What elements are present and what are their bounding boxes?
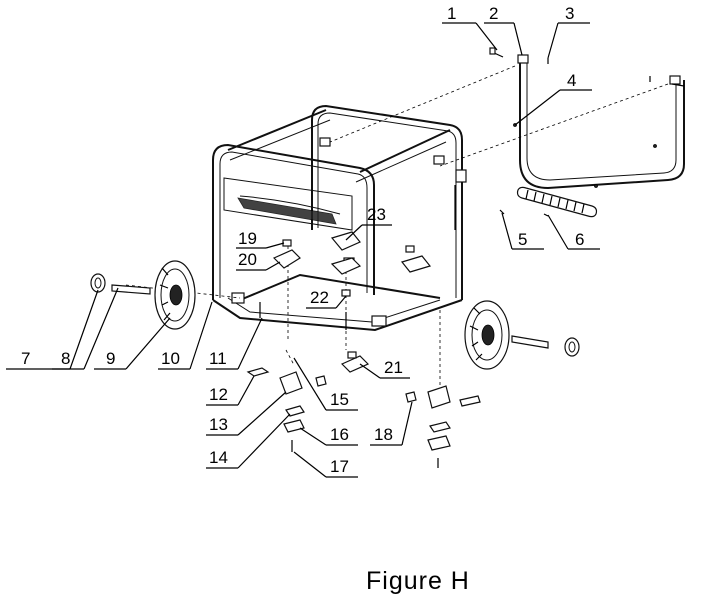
callout-7: 7 <box>21 349 30 368</box>
generator-frame <box>212 104 467 332</box>
handle-grip <box>516 186 598 218</box>
axle-and-cap <box>90 273 151 295</box>
callout-19: 19 <box>238 229 257 248</box>
callout-4: 4 <box>567 71 576 90</box>
left-wheel <box>154 260 196 330</box>
callout-leaders <box>6 22 600 478</box>
callout-23: 23 <box>367 205 386 224</box>
callout-15: 15 <box>330 390 349 409</box>
callout-13: 13 <box>209 415 228 434</box>
callout-16: 16 <box>330 425 349 444</box>
hardware-bolts <box>489 47 685 217</box>
callout-6: 6 <box>575 230 584 249</box>
handle-assembly <box>513 54 685 190</box>
callout-10: 10 <box>161 349 180 368</box>
figure-caption: Figure H <box>366 567 470 595</box>
callout-3: 3 <box>565 4 574 23</box>
callout-18: 18 <box>374 425 393 444</box>
callout-22: 22 <box>310 288 329 307</box>
callout-labels: 1 2 3 4 5 6 7 8 9 10 11 12 13 14 15 16 1… <box>21 4 584 476</box>
callout-2: 2 <box>489 4 498 23</box>
callout-5: 5 <box>518 230 527 249</box>
right-wheel <box>464 300 580 370</box>
callout-8: 8 <box>61 349 70 368</box>
rubber-feet <box>246 367 481 468</box>
callout-12: 12 <box>209 385 228 404</box>
callout-11: 11 <box>209 349 227 368</box>
engine-mounts <box>259 231 432 373</box>
callout-17: 17 <box>330 457 349 476</box>
callout-20: 20 <box>238 250 257 269</box>
callout-1: 1 <box>447 4 456 23</box>
callout-9: 9 <box>106 349 115 368</box>
callout-21: 21 <box>384 358 403 377</box>
callout-14: 14 <box>209 448 228 467</box>
